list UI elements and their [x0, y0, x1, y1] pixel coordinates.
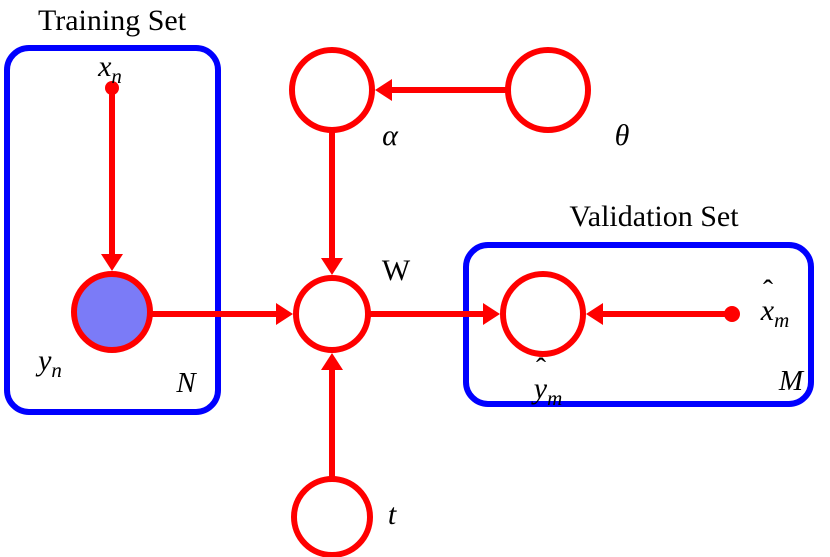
plate-training-title: Training Set — [38, 4, 187, 37]
edge-t-to-W — [321, 353, 343, 479]
node-y_n-circle[interactable] — [71, 271, 153, 353]
node-x_hat_m-label: xm — [760, 294, 790, 332]
arrowhead-icon — [586, 303, 603, 325]
arrowhead-icon — [375, 79, 392, 101]
node-alpha-circle[interactable] — [289, 47, 375, 133]
plate-validation-count-label: M — [778, 365, 805, 397]
node-x_hat_m-dot[interactable] — [724, 306, 740, 322]
edge-y_n-to-W — [150, 303, 293, 325]
node-theta-label: θ — [615, 119, 630, 152]
edge-W-to-y_hat_m — [368, 303, 500, 325]
node-y_hat_m-hat-icon: ˆ — [536, 352, 546, 385]
edge-x_n-to-y_n — [101, 88, 123, 271]
node-x_n-dot[interactable] — [105, 81, 119, 95]
node-W-circle[interactable] — [293, 275, 371, 353]
edge-x_hat_m-to-y_hat_m — [586, 303, 732, 325]
plate-validation-border — [463, 242, 814, 407]
plate-validation: Validation Set M — [463, 200, 814, 407]
arrowhead-icon — [276, 303, 293, 325]
node-x_n-label: xn — [97, 50, 122, 88]
node-t-label: t — [388, 498, 397, 531]
node-alpha-label: α — [382, 119, 399, 152]
arrowhead-icon — [483, 303, 500, 325]
plate-validation-title: Validation Set — [569, 200, 739, 233]
node-theta-circle[interactable] — [505, 47, 591, 133]
node-t-circle[interactable] — [291, 476, 373, 557]
plate-training: Training Set N — [4, 4, 221, 415]
node-x_hat_m-hat-icon: ˆ — [763, 274, 773, 307]
node-y_hat_m-label: ym — [531, 372, 563, 410]
arrowhead-icon — [321, 258, 343, 275]
arrowhead-icon — [101, 254, 123, 271]
node-W-label: W — [382, 254, 411, 287]
edges-layer — [101, 79, 732, 479]
plate-training-border — [4, 45, 221, 415]
node-y_n-label: yn — [35, 344, 62, 382]
node-y_hat_m-circle[interactable] — [500, 271, 586, 357]
edge-theta-to-alpha — [375, 79, 508, 101]
plate-training-count-label: N — [175, 367, 197, 399]
nodes-layer — [71, 47, 740, 557]
arrowhead-icon — [321, 353, 343, 370]
edge-alpha-to-W — [321, 130, 343, 275]
